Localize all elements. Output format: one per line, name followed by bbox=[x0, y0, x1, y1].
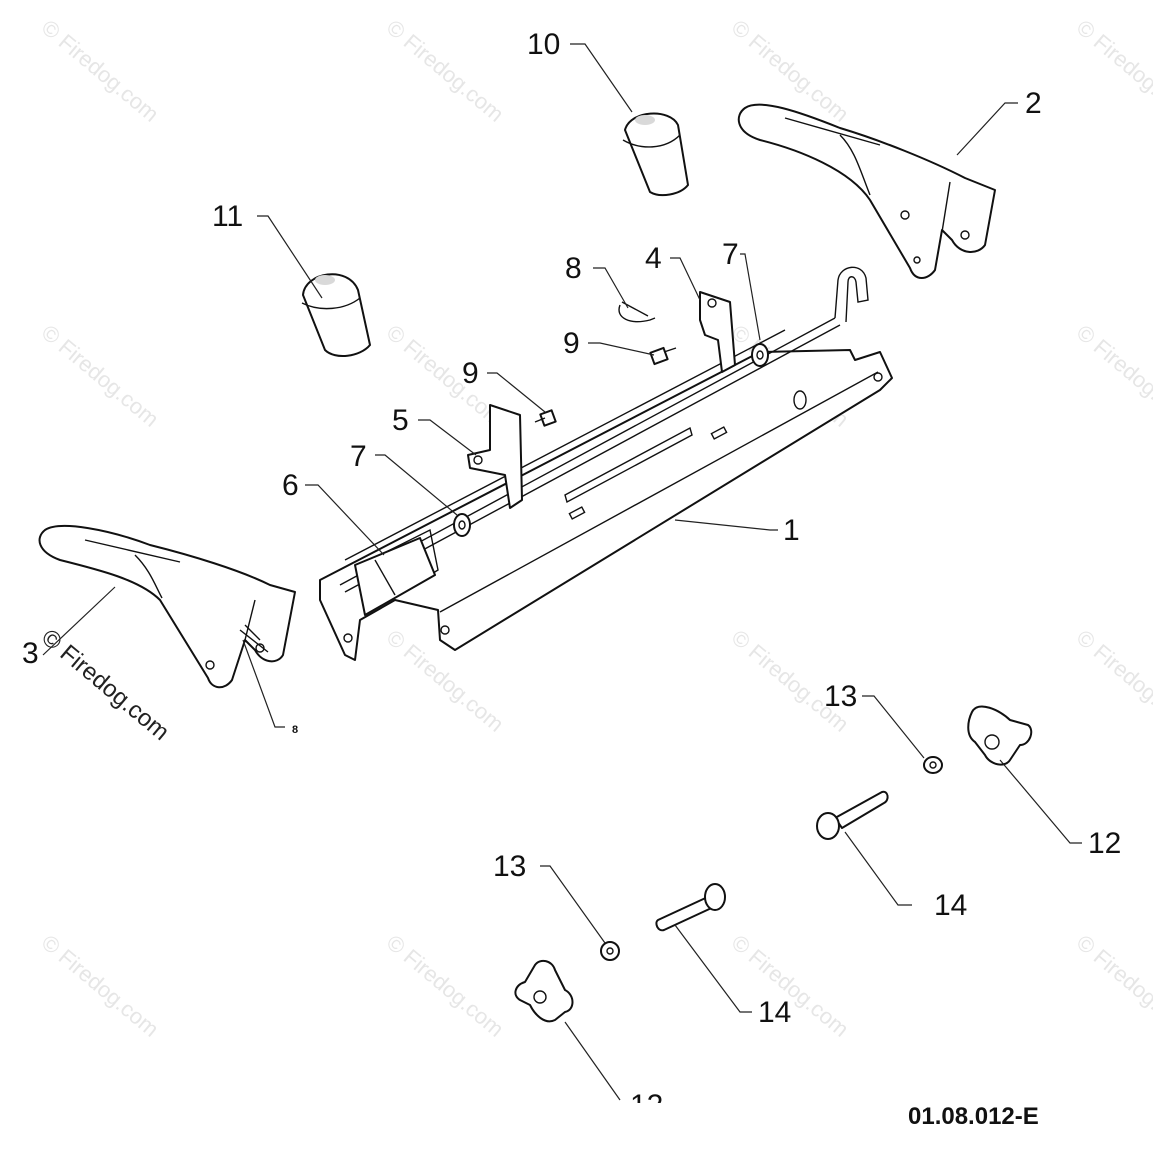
bracket-part-6 bbox=[354, 537, 436, 616]
bolt-part-9-left bbox=[534, 409, 557, 427]
callout-7-right: 7 bbox=[722, 238, 739, 271]
lever-grip-part-2 bbox=[737, 103, 996, 279]
watermark: © Firedog.com bbox=[1072, 320, 1153, 432]
callout-3: 3 bbox=[22, 637, 39, 670]
callout-1: 1 bbox=[783, 514, 800, 547]
leader-lines bbox=[42, 43, 1082, 1101]
bushing-part-7-left bbox=[453, 513, 471, 537]
washer-part-13-right bbox=[923, 756, 943, 774]
callout-12-right: 12 bbox=[1088, 827, 1121, 860]
bracket-plate-part-1 bbox=[319, 329, 893, 661]
knob-part-10 bbox=[622, 112, 689, 197]
watermark: © Firedog.com bbox=[382, 15, 509, 127]
carriage-bolt-part-14-left bbox=[655, 883, 726, 932]
bracket-part-5 bbox=[467, 404, 523, 509]
callout-9-left: 9 bbox=[462, 357, 479, 390]
callout-7-left: 7 bbox=[350, 440, 367, 473]
watermark: © Firedog.com bbox=[382, 930, 509, 1042]
bracket-part-4 bbox=[699, 291, 736, 373]
hairpin-part-8 bbox=[618, 301, 656, 323]
callout-10: 10 bbox=[527, 28, 560, 61]
callout-11: 11 bbox=[212, 200, 243, 233]
callout-6: 6 bbox=[282, 469, 299, 502]
callout-13-left: 13 bbox=[493, 850, 526, 883]
rod-with-hook bbox=[339, 266, 869, 593]
watermark: © Firedog.com bbox=[37, 15, 164, 127]
washer-part-13-left bbox=[600, 941, 620, 961]
watermark: © Firedog.com bbox=[1072, 625, 1153, 737]
watermark: © Firedog.com bbox=[1072, 930, 1153, 1042]
diagram-code: 01.08.012-E bbox=[908, 1103, 1039, 1130]
watermark: © Firedog.com bbox=[1072, 15, 1153, 127]
star-knob-part-12-left bbox=[514, 959, 574, 1023]
lever-grip-part-3 bbox=[38, 524, 296, 689]
bushing-part-7-right bbox=[751, 343, 769, 367]
knob-part-11 bbox=[301, 273, 371, 357]
callout-5: 5 bbox=[392, 404, 409, 437]
watermark: © Firedog.com bbox=[37, 930, 164, 1042]
bottom-crop bbox=[0, 1103, 700, 1150]
bolt-part-9-right bbox=[649, 346, 677, 366]
callout-13-right: 13 bbox=[824, 680, 857, 713]
callout-14-left: 14 bbox=[758, 996, 791, 1029]
callout-8-small: 8 bbox=[292, 724, 298, 736]
callout-4: 4 bbox=[645, 242, 662, 275]
callout-2: 2 bbox=[1025, 87, 1042, 120]
star-knob-part-12-right bbox=[967, 705, 1033, 766]
callout-14-right: 14 bbox=[934, 889, 967, 922]
carriage-bolt-part-14-right bbox=[816, 790, 889, 840]
watermark: © Firedog.com bbox=[37, 320, 164, 432]
callout-8: 8 bbox=[565, 252, 582, 285]
callout-9-right: 9 bbox=[563, 327, 580, 360]
